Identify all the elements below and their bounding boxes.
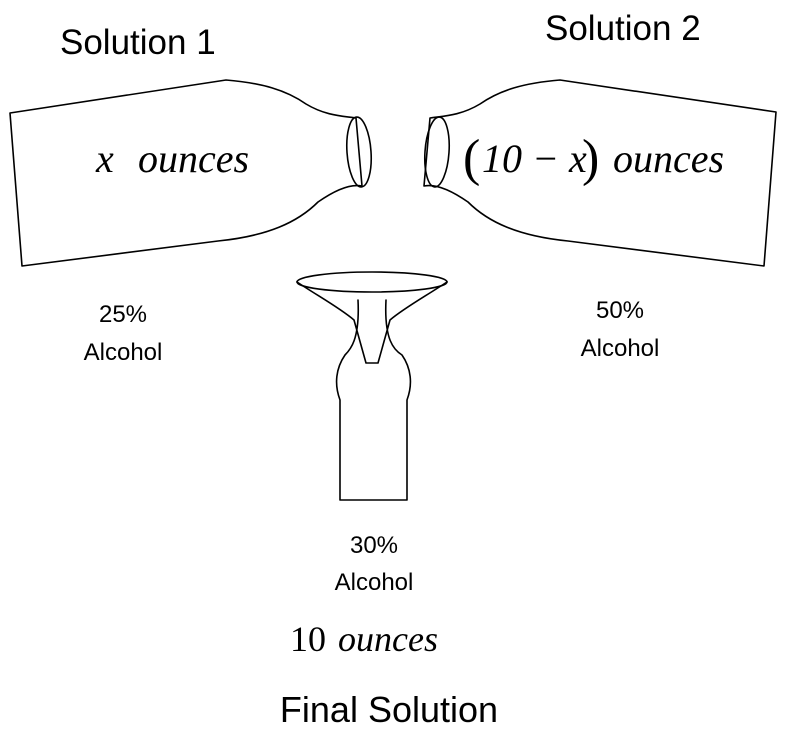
- final-amount-number: 10: [290, 619, 326, 659]
- solution2-paren-open: (: [463, 130, 480, 187]
- solution2-amount-expr: 10 − x: [482, 136, 587, 181]
- solution2-paren-close: ): [582, 130, 599, 187]
- solution2-amount: ( 10 − x ) ounces: [463, 130, 724, 187]
- funnel-rim: [296, 271, 448, 293]
- solution1-title: Solution 1: [60, 23, 216, 62]
- solution1-substance: Alcohol: [84, 339, 163, 366]
- final-concentration: 30%: [350, 532, 398, 559]
- solution2-amount-unit: ounces: [613, 136, 724, 181]
- solution2-title: Solution 2: [545, 9, 701, 48]
- solution1-amount-unit: ounces: [138, 136, 249, 181]
- funnel: [296, 271, 448, 364]
- solution1-amount: x ounces: [95, 136, 249, 181]
- solution1-amount-var: x: [95, 136, 114, 181]
- solution1-bottle: [9, 79, 373, 267]
- final-amount: 10 ounces: [290, 619, 438, 659]
- final-bottle: [335, 299, 412, 501]
- solution2-concentration: 50%: [596, 297, 644, 324]
- final-title: Final Solution: [280, 689, 498, 730]
- solution2-substance: Alcohol: [581, 335, 660, 362]
- solution2-bottle: [423, 79, 777, 267]
- final-substance: Alcohol: [335, 569, 414, 596]
- solution2-bottle-opening: [423, 116, 451, 188]
- solution1-concentration: 25%: [99, 301, 147, 328]
- solution1-bottle-opening: [345, 116, 373, 188]
- final-amount-unit: ounces: [338, 619, 438, 659]
